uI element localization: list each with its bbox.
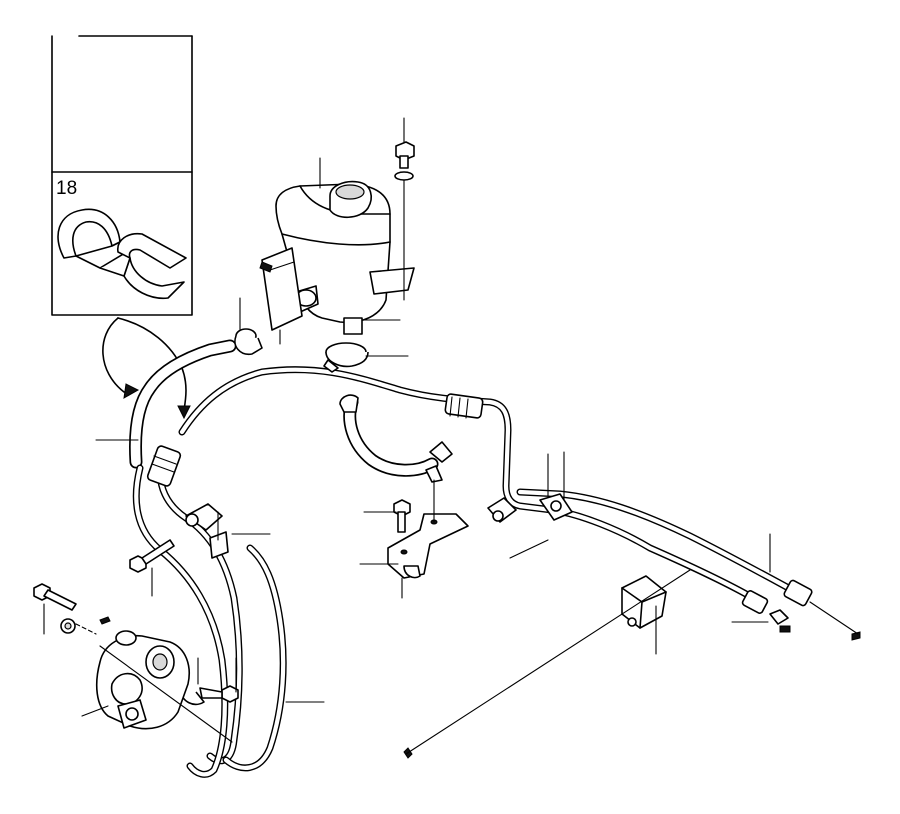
rubber-mount [621, 575, 667, 629]
bolt-bracket [393, 499, 411, 533]
pipe-fittings [146, 393, 813, 625]
inset-clip-illustration [57, 208, 187, 300]
lower-hose [343, 395, 439, 477]
bolt-pump-left [33, 583, 77, 611]
right-pipes [516, 488, 800, 596]
return-pipe [178, 366, 764, 606]
mounting-bracket [387, 513, 469, 579]
reservoir-cap-hose [339, 394, 359, 413]
suction-hose [129, 339, 237, 469]
fluid-reservoir [261, 180, 415, 335]
power-steering-pump [60, 618, 190, 730]
leader-lines [43, 117, 859, 755]
bolt-pump-right [199, 685, 239, 703]
pipe-clip [185, 441, 573, 559]
hose-clamp [179, 328, 369, 706]
inset-frame [51, 35, 193, 316]
inset-detail-number: 18 [56, 178, 77, 199]
bolt-clip [129, 539, 175, 573]
bolt-reservoir-top [394, 141, 415, 181]
pressure-pipe [132, 458, 287, 778]
inset-detail-box: 18 [51, 35, 193, 316]
bolts [33, 141, 415, 703]
